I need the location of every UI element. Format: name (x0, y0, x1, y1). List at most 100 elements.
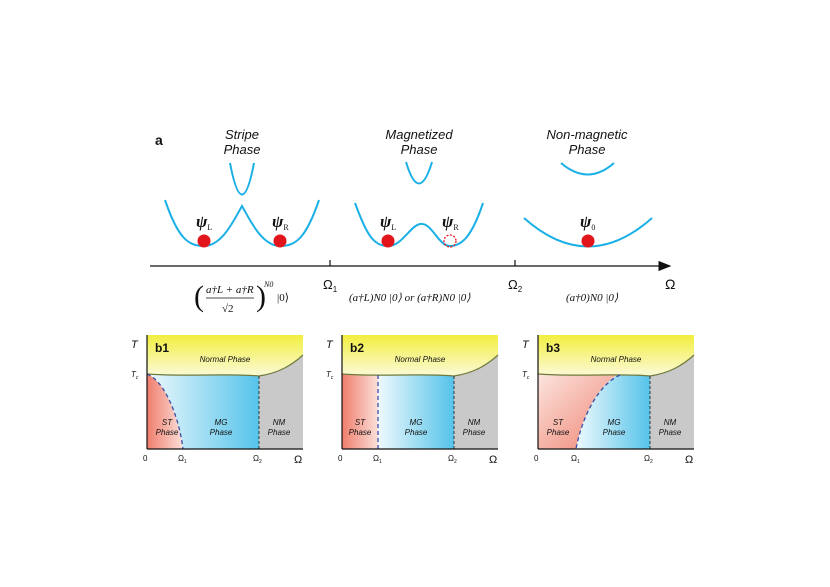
b2-omega2-label: Ω2 (448, 454, 457, 465)
magnetized-right-empty-dot (443, 234, 457, 248)
b3-nm-region (650, 355, 694, 449)
panel-b1: b1 Normal Phase ST Phase MG Phase NM Pha… (131, 335, 304, 466)
b2-mg-label2: Phase (405, 428, 428, 437)
b3-y-axis-label: T (522, 339, 530, 351)
panel-b2: b2 Normal Phase ST Phase MG Phase NM Pha… (326, 335, 499, 466)
magnetized-lower-band (354, 202, 484, 248)
b3-label: b3 (546, 341, 560, 355)
stripe-phase-title: Stripe Phase (224, 127, 261, 157)
stripe-state-ket: |0⟩ (277, 292, 289, 304)
b3-nm-label1: NM (664, 418, 677, 427)
b1-y-axis-label: T (131, 339, 139, 351)
stripe-left-condensate-dot (197, 234, 211, 248)
b2-normal-boundary (341, 354, 499, 377)
b2-normal-label: Normal Phase (395, 355, 446, 364)
b2-st-region (342, 374, 378, 449)
b3-st-label1: ST (553, 418, 564, 427)
b3-nm-label2: Phase (659, 428, 682, 437)
b2-st-label2: Phase (349, 428, 372, 437)
b1-mg-region (147, 374, 259, 449)
b3-omega1-label: Ω1 (571, 454, 580, 465)
b1-normal-boundary (146, 354, 304, 377)
stripe-state-formula: ( a†L + a†R √2 ) N0 |0⟩ (194, 280, 289, 315)
b3-normal-region (538, 335, 694, 376)
nonmagnetic-state-formula: (a†0)N0 |0⟩ (566, 292, 619, 304)
b3-mg-label1: MG (608, 418, 621, 427)
b2-label: b2 (350, 341, 364, 355)
b3-tc-label: Tc (522, 370, 530, 381)
omega1-label: Ω1 (323, 277, 338, 294)
stripe-title-line1: Stripe (225, 127, 259, 142)
nonmagnetic-title-line1: Non-magnetic (547, 127, 628, 142)
b2-nm-region (454, 355, 498, 449)
b3-normal-boundary (537, 354, 695, 377)
b1-normal-region (147, 335, 303, 376)
b3-st-boundary (575, 374, 621, 450)
b2-st-label1: ST (355, 418, 366, 427)
b1-omega1-label: Ω1 (178, 454, 187, 465)
stripe-state-numerator: a†L + a†R (206, 284, 254, 296)
b2-normal-region (342, 335, 498, 376)
svg-text:(: ( (194, 280, 204, 313)
svg-text:): ) (256, 280, 266, 313)
b2-mg-region (378, 374, 454, 449)
stripe-psi-left: ψL (196, 212, 212, 232)
magnetized-state-formula: (a†L)N0 |0⟩ or (a†R)N0 |0⟩ (349, 292, 471, 304)
b1-label: b1 (155, 341, 169, 355)
nonmagnetic-upper-band (560, 162, 615, 176)
b2-omega1-label: Ω1 (373, 454, 382, 465)
omega-axis-label: Ω (665, 276, 675, 292)
b3-mg-region (576, 374, 650, 449)
magnetized-left-condensate-dot (381, 234, 395, 248)
stripe-right-condensate-dot (273, 234, 287, 248)
b1-x0-label: 0 (143, 454, 148, 463)
stripe-upper-band (229, 162, 255, 196)
omega2-label: Ω2 (508, 277, 523, 294)
nonmagnetic-psi: ψ0 (580, 212, 595, 232)
b1-st-label2: Phase (156, 428, 179, 437)
panel-a-label: a (155, 132, 163, 148)
stripe-state-exponent: N0 (263, 280, 273, 289)
b1-st-boundary (146, 373, 184, 450)
b1-x-axis-label: Ω (294, 454, 302, 466)
b1-normal-label: Normal Phase (200, 355, 251, 364)
magnetized-title-line1: Magnetized (385, 127, 453, 142)
magnetized-phase-title: Magnetized Phase (385, 127, 453, 157)
b2-nm-label2: Phase (463, 428, 486, 437)
b2-mg-label1: MG (410, 418, 423, 427)
b1-nm-label2: Phase (268, 428, 291, 437)
magnetized-title-line2: Phase (401, 142, 438, 157)
stripe-state-denominator: √2 (222, 303, 234, 315)
magnetized-upper-band (405, 161, 433, 185)
b3-st-label2: Phase (547, 428, 570, 437)
b3-omega2-label: Ω2 (644, 454, 653, 465)
nonmagnetic-title-line2: Phase (569, 142, 606, 157)
b1-mg-label2: Phase (210, 428, 233, 437)
stripe-title-line2: Phase (224, 142, 261, 157)
b1-tc-label: Tc (131, 370, 139, 381)
b3-x-axis-label: Ω (685, 454, 693, 466)
panel-b3: b3 Normal Phase ST Phase MG Phase NM Pha… (522, 335, 695, 466)
magnetized-psi-left: ψL (380, 212, 396, 232)
b1-omega2-label: Ω2 (253, 454, 262, 465)
b2-tc-label: Tc (326, 370, 334, 381)
b1-nm-label1: NM (273, 418, 286, 427)
b1-nm-region (259, 355, 303, 449)
nonmagnetic-phase-title: Non-magnetic Phase (547, 127, 628, 157)
b3-st-region (538, 374, 618, 449)
magnetized-psi-right: ψR (442, 212, 459, 232)
b2-x-axis-label: Ω (489, 454, 497, 466)
stripe-lower-band (164, 199, 320, 248)
b3-mg-label2: Phase (603, 428, 626, 437)
stripe-psi-right: ψR (272, 212, 289, 232)
b1-st-region (147, 374, 183, 449)
b2-x0-label: 0 (338, 454, 343, 463)
nonmagnetic-condensate-dot (581, 234, 595, 248)
b2-y-axis-label: T (326, 339, 334, 351)
b3-x0-label: 0 (534, 454, 539, 463)
b2-nm-label1: NM (468, 418, 481, 427)
b3-normal-label: Normal Phase (591, 355, 642, 364)
b1-st-label1: ST (162, 418, 173, 427)
b1-mg-label1: MG (215, 418, 228, 427)
